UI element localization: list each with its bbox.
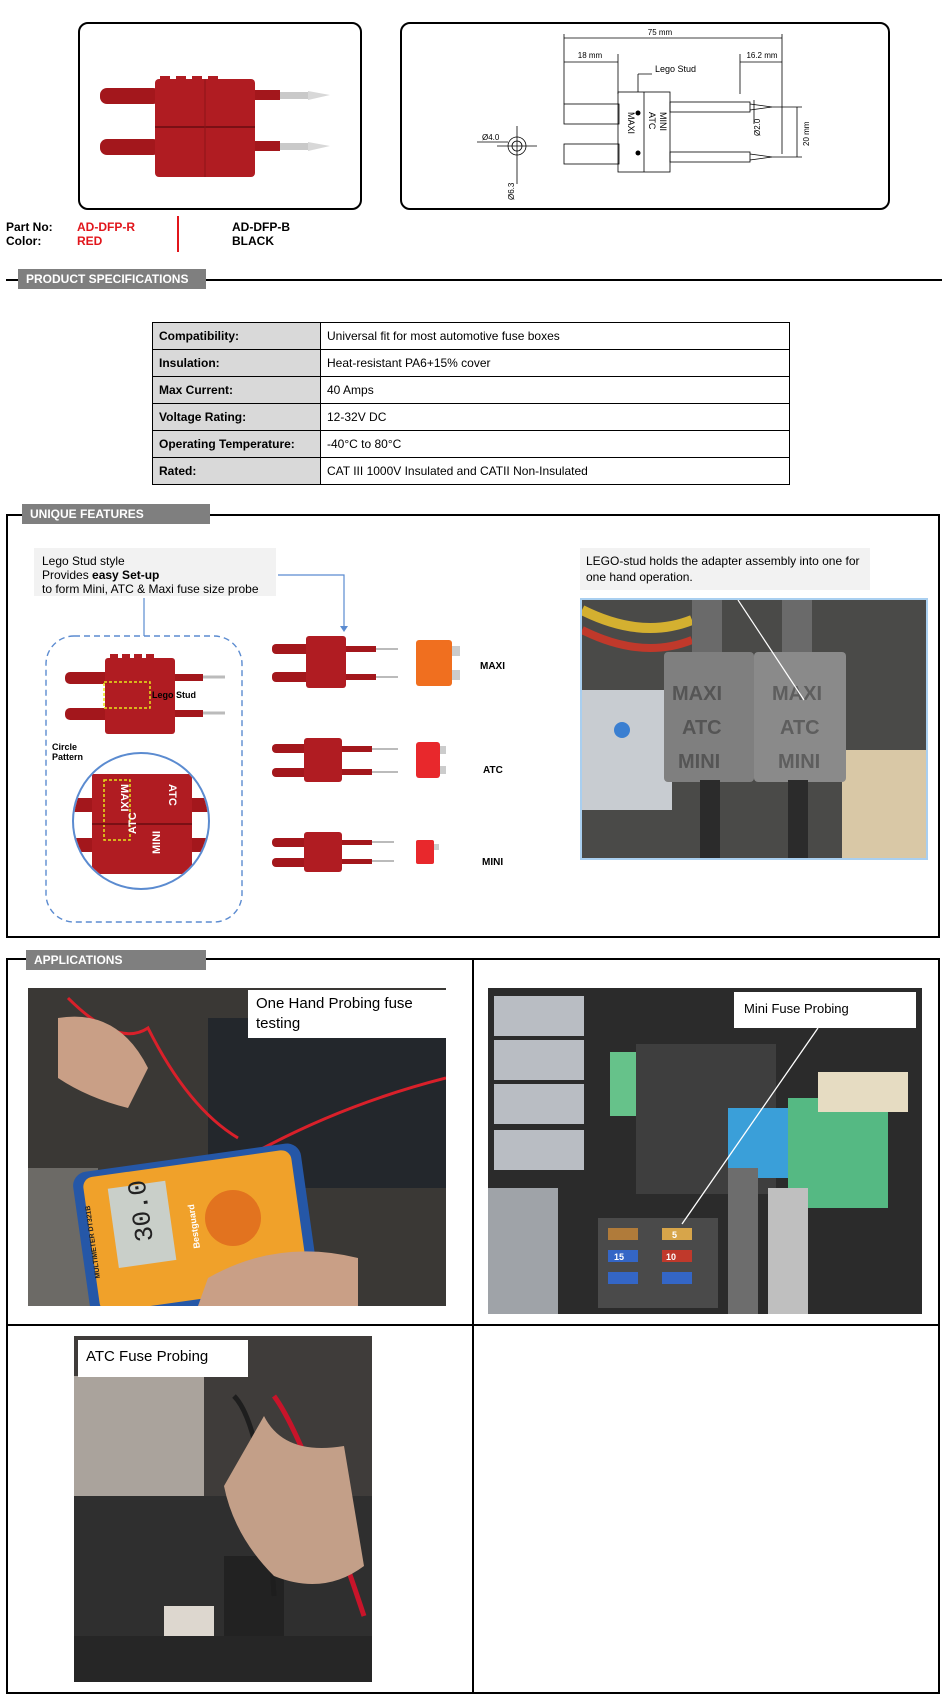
photo-mark-maxi-left: MAXI	[672, 683, 722, 705]
zoom-mark-mini: MINI	[151, 831, 163, 854]
red-color-value: RED	[77, 234, 103, 248]
note-line-2-pre: Provides	[42, 568, 93, 582]
app-photo-atc-fuse: ATC Fuse Probing	[74, 1336, 372, 1682]
fuse-label-maxi: MAXI	[480, 661, 505, 672]
part-no-label: Part No:	[6, 220, 53, 234]
features-section-header: UNIQUE FEATURES	[22, 504, 210, 524]
spec-key: Rated:	[152, 457, 321, 485]
dimension-drawing: 75 mm 18 mm 16.2 mm Lego Stud Ø4.0 Ø2.0 …	[477, 28, 811, 200]
color-label: Color:	[6, 234, 42, 248]
mark-mini: MINI	[658, 112, 668, 131]
app-photo-one-hand-graphic: 30.0 MULTIMETER DT321B Bestguard	[28, 988, 446, 1306]
spec-value: CAT III 1000V Insulated and CATII Non-In…	[320, 457, 790, 485]
fuse-configurations	[272, 636, 460, 872]
zoom-mark-atc-2: ATC	[166, 784, 178, 806]
spec-row: Compatibility:Universal fit for most aut…	[152, 322, 790, 350]
spec-value: 40 Amps	[320, 376, 790, 404]
spec-table: Compatibility:Universal fit for most aut…	[152, 322, 790, 485]
circle-pattern-label: Circle Pattern	[52, 742, 84, 762]
photo-mark-atc-right: ATC	[780, 717, 820, 739]
caption-one-hand: One Hand Probing fuse testing	[248, 990, 446, 1038]
spec-row: Voltage Rating:12-32V DC	[152, 403, 790, 431]
circle-zoom-graphic: MAXI ATC MINI ATC	[74, 774, 208, 874]
stacked-probe-illustration	[65, 654, 225, 734]
applications-section-header: APPLICATIONS	[26, 950, 206, 970]
spec-row: Insulation:Heat-resistant PA6+15% cover	[152, 349, 790, 377]
photo-mark-mini-left: MINI	[678, 751, 720, 773]
fuse-value-5: 5	[672, 1230, 677, 1240]
note-line-2-bold: easy Set-up	[92, 568, 160, 582]
mark-atc: ATC	[647, 112, 657, 130]
probe-adapter-illustration	[100, 76, 330, 177]
spec-value: Heat-resistant PA6+15% cover	[320, 349, 790, 377]
note-line-2: Provides easy Set-up	[42, 568, 276, 582]
fuse-label-mini: MINI	[482, 857, 504, 868]
spec-key: Voltage Rating:	[152, 403, 321, 431]
note-line-3: to form Mini, ATC & Maxi fuse size probe	[42, 582, 259, 596]
spec-section-rule	[6, 279, 942, 281]
dim-pin: Ø2.0	[753, 118, 762, 136]
part-divider	[177, 216, 179, 252]
photo-mark-mini-right: MINI	[778, 751, 820, 773]
spec-key: Max Current:	[152, 376, 321, 404]
applications-vdivider	[472, 958, 474, 1694]
features-connectors	[45, 574, 348, 923]
app-photo-one-hand: 30.0 MULTIMETER DT321B Bestguard One Han…	[28, 988, 446, 1306]
app-photo-mini-fuse-graphic: 5 10 15	[488, 988, 922, 1314]
spec-value: -40°C to 80°C	[320, 430, 790, 458]
photo-mark-maxi-right: MAXI	[772, 683, 822, 705]
caption-atc-fuse: ATC Fuse Probing	[78, 1340, 248, 1377]
lego-stud-photo-graphic: MAXI ATC MINI MAXI ATC MINI	[582, 600, 926, 858]
note-line-1: Lego Stud style	[42, 554, 125, 568]
zoom-mark-maxi: MAXI	[118, 784, 130, 812]
app-photo-mini-fuse: 5 10 15 Mini Fuse Probing	[488, 988, 922, 1314]
circle-zoom: MAXI ATC MINI ATC	[72, 752, 210, 890]
dim-height: 20 mm	[802, 121, 811, 146]
spec-row: Max Current:40 Amps	[152, 376, 790, 404]
features-frame	[6, 514, 940, 938]
photo-note: LEGO-stud holds the adapter assembly int…	[580, 548, 870, 590]
lego-stud-note: Lego Stud style Provides easy Set-up to …	[34, 548, 276, 596]
photo-mark-atc-left: ATC	[682, 717, 722, 739]
zoom-mark-atc: ATC	[127, 812, 139, 834]
dim-lego-stud: Lego Stud	[655, 64, 696, 74]
spec-key: Compatibility:	[152, 322, 321, 350]
technical-drawing-box: 75 mm 18 mm 16.2 mm Lego Stud Ø4.0 Ø2.0 …	[400, 22, 890, 210]
fuse-value-15: 15	[614, 1252, 624, 1262]
black-color-value: BLACK	[232, 234, 274, 248]
mark-maxi: MAXI	[626, 112, 636, 134]
black-part-number: AD-DFP-B	[232, 220, 290, 234]
spec-row: Operating Temperature:-40°C to 80°C	[152, 430, 790, 458]
app-photo-atc-fuse-graphic	[74, 1336, 372, 1682]
spec-value: Universal fit for most automotive fuse b…	[320, 322, 790, 350]
caption-mini-fuse: Mini Fuse Probing	[734, 992, 916, 1028]
product-photo-box	[78, 22, 362, 210]
applications-hdivider	[6, 1324, 940, 1326]
dim-outer: Ø6.3	[507, 182, 516, 200]
dim-left: 18 mm	[578, 51, 603, 60]
spec-key: Insulation:	[152, 349, 321, 377]
dim-right: 16.2 mm	[746, 51, 777, 60]
dim-total: 75 mm	[648, 28, 673, 37]
spec-row: Rated:CAT III 1000V Insulated and CATII …	[152, 457, 790, 485]
fuse-value-10: 10	[666, 1252, 676, 1262]
red-part-number: AD-DFP-R	[77, 220, 135, 234]
spec-section-header: PRODUCT SPECIFICATIONS	[18, 269, 206, 289]
fuse-label-atc: ATC	[483, 765, 503, 776]
spec-key: Operating Temperature:	[152, 430, 321, 458]
dim-hole: Ø4.0	[482, 133, 500, 142]
lego-stud-photo: MAXI ATC MINI MAXI ATC MINI	[580, 598, 928, 860]
lego-stud-callout: Lego Stud	[152, 690, 196, 700]
